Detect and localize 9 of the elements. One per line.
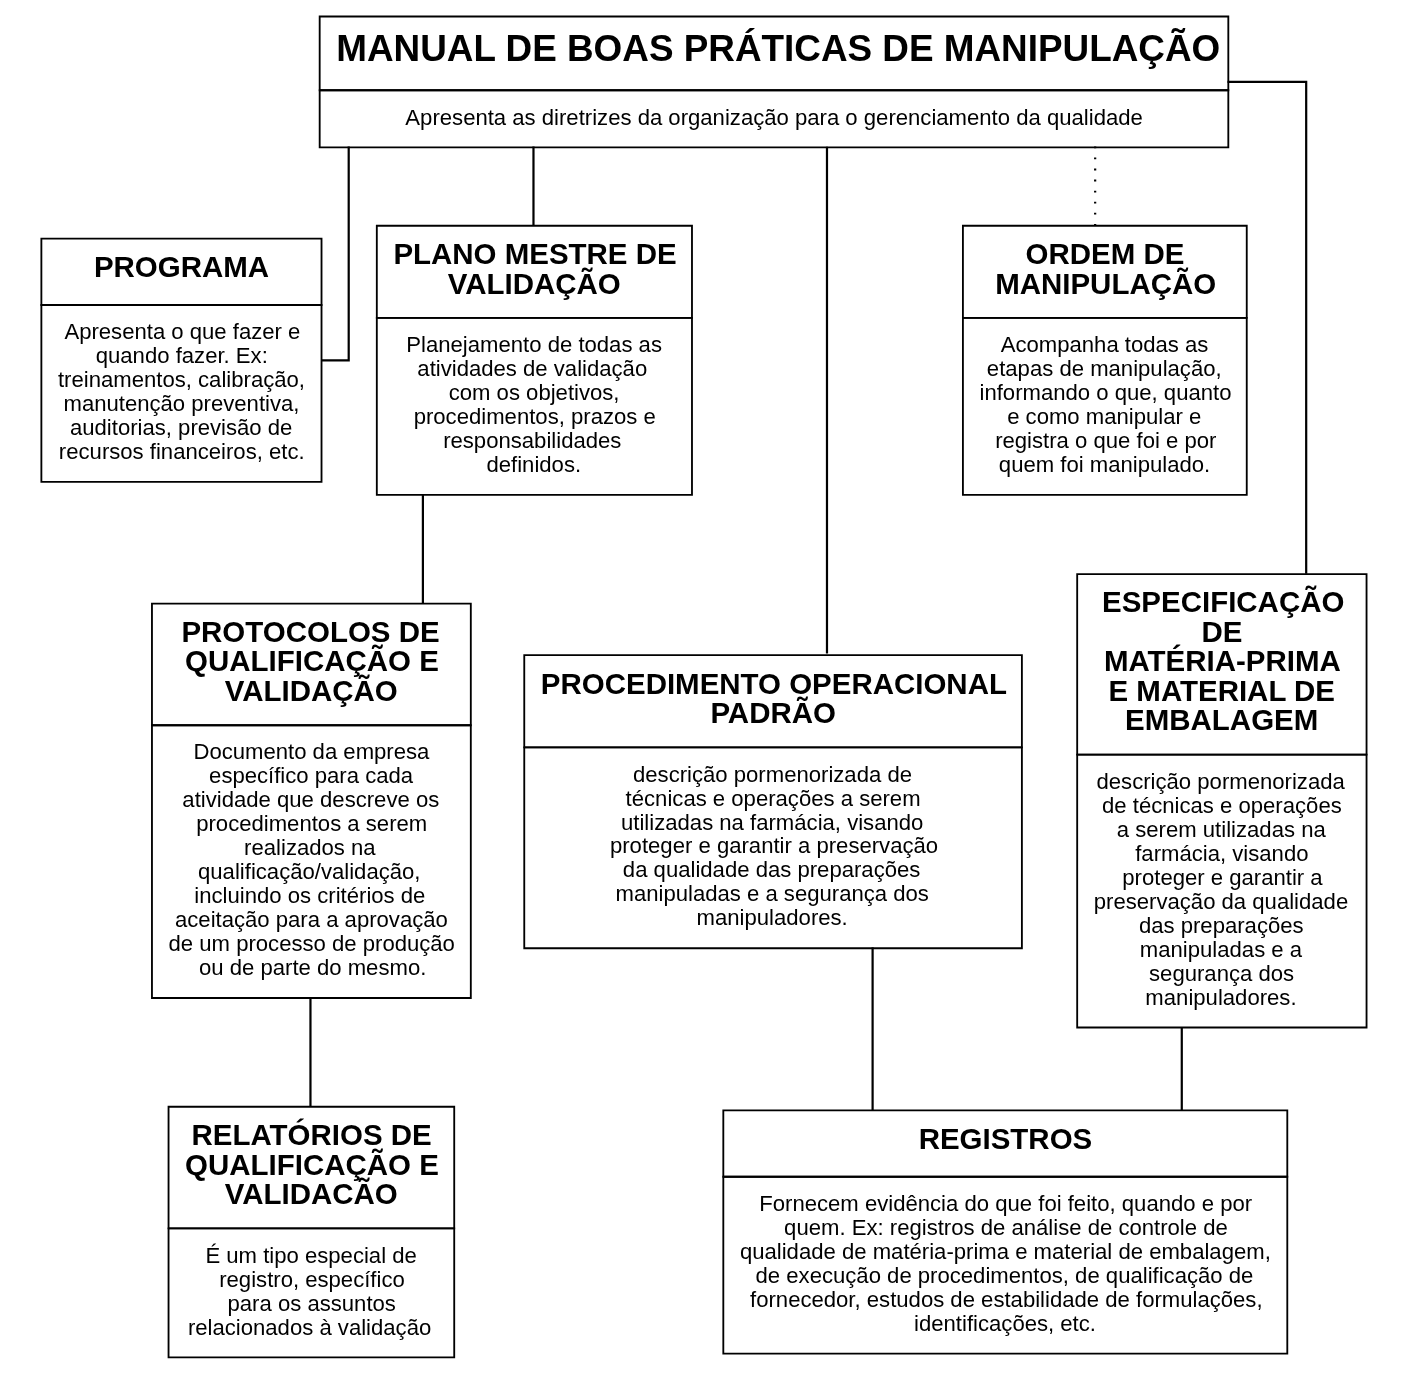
connector bbox=[1094, 146, 1097, 226]
connector bbox=[871, 947, 874, 1111]
connector bbox=[321, 146, 350, 362]
connector bbox=[1227, 80, 1308, 574]
connector bbox=[421, 494, 424, 603]
connector bbox=[1180, 1027, 1183, 1111]
connector bbox=[825, 146, 829, 654]
connector bbox=[532, 146, 535, 226]
connector bbox=[309, 998, 312, 1107]
